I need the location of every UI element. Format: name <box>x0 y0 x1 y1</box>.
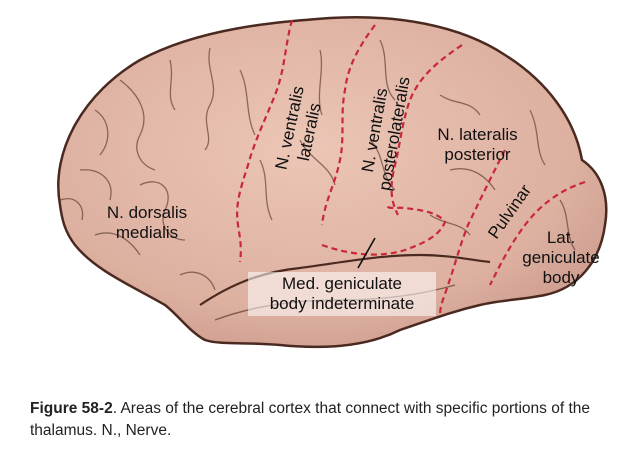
figure-caption: Figure 58-2. Areas of the cerebral corte… <box>30 398 630 442</box>
brain-outline <box>57 15 608 349</box>
med-geniculate-pointer <box>357 237 376 269</box>
boundary-pulvinar-left <box>438 149 506 316</box>
boundary-ventralis-lateralis <box>236 19 294 263</box>
label-med-geniculate: Med. geniculate body indeterminate <box>248 272 436 316</box>
boundary-pulvinar-right <box>489 180 586 286</box>
label-lateralis-posterior: N. lateralis posterior <box>437 125 518 164</box>
figure-number: Figure 58-2 <box>30 400 113 417</box>
label-lat-geniculate: Lat. geniculate body <box>522 228 600 287</box>
region-boundaries <box>236 19 586 316</box>
caption-text: . Areas of the cerebral cortex that conn… <box>30 400 591 439</box>
boundary-med-geniculate <box>321 204 447 256</box>
label-dorsalis-medialis: N. dorsalis medialis <box>106 203 188 242</box>
brain-diagram <box>57 15 608 349</box>
sylvian-fissure <box>199 253 491 306</box>
